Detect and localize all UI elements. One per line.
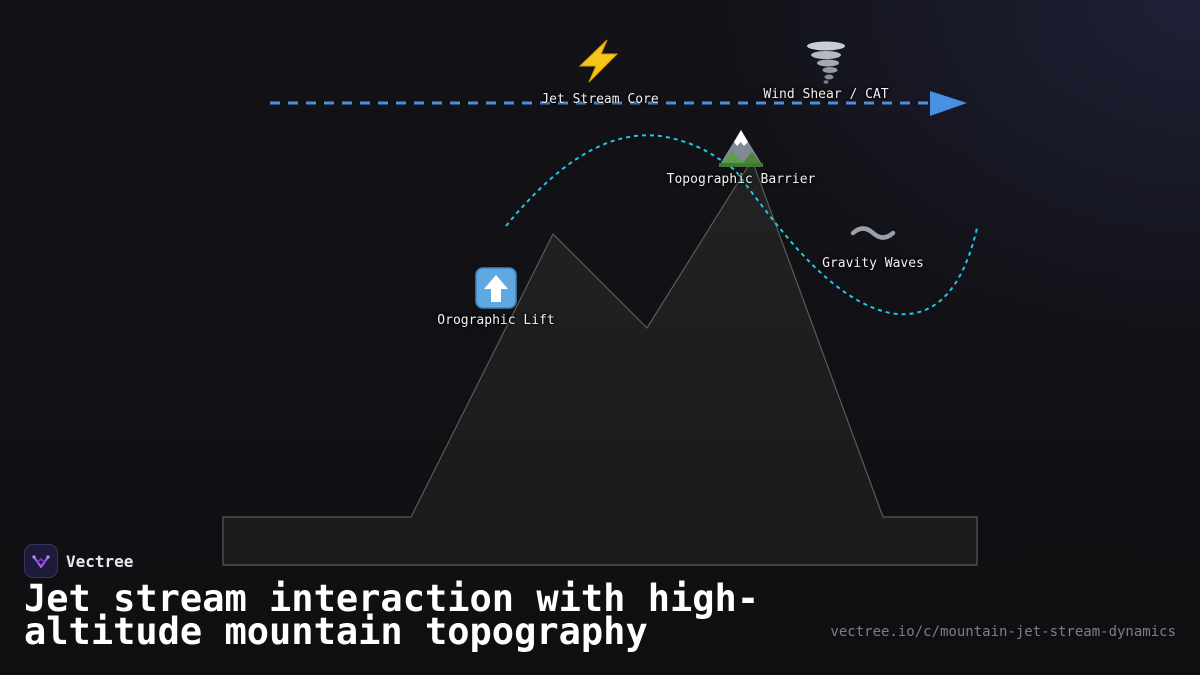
mountain-icon xyxy=(719,130,763,167)
mountain-silhouette xyxy=(222,159,978,566)
jet-stream-core-label: Jet Stream Core xyxy=(541,92,659,107)
wind-shear-label: Wind Shear / CAT xyxy=(763,87,889,102)
gravity-waves-label: Gravity Waves xyxy=(822,256,924,271)
tornado-icon xyxy=(807,41,845,84)
orographic-lift-label: Orographic Lift xyxy=(437,313,555,328)
topographic-barrier-label: Topographic Barrier xyxy=(666,172,816,187)
airflow-wave-curve xyxy=(505,134,978,316)
page-title: Jet stream interaction with high-altitud… xyxy=(24,577,760,653)
jet-stream-arrowhead xyxy=(930,91,967,116)
vectree-logo-icon xyxy=(24,544,58,578)
up-arrow-icon xyxy=(475,267,517,309)
source-url[interactable]: vectree.io/c/mountain-jet-stream-dynamic… xyxy=(830,624,1176,640)
brand: Vectree xyxy=(24,544,133,578)
wavy-line-icon xyxy=(850,226,896,240)
brand-name: Vectree xyxy=(66,551,134,571)
lightning-icon xyxy=(578,39,619,83)
